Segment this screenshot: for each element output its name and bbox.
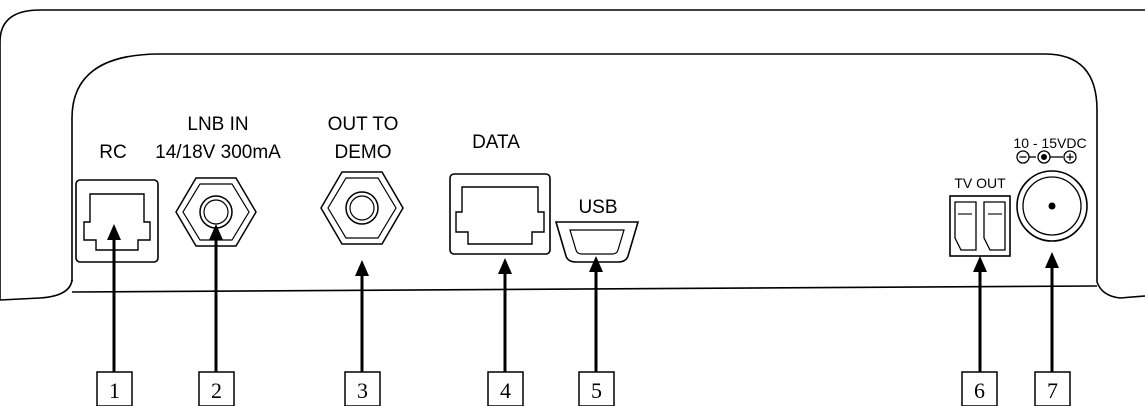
lnb-label-line2: 14/18V 300mA <box>155 142 281 163</box>
outer-housing <box>0 9 1145 300</box>
svg-text:4: 4 <box>500 378 511 403</box>
housing-base-left <box>0 279 73 301</box>
tv-out-terminal-icon <box>949 195 1011 257</box>
data-rj45-icon <box>449 173 551 255</box>
svg-text:5: 5 <box>591 378 602 403</box>
tv-out-label: TV OUT <box>954 175 1006 191</box>
inner-panel <box>71 53 1098 282</box>
demo-label-line1: OUT TO <box>328 114 399 135</box>
demo-f-connector-icon <box>320 171 404 245</box>
housing-base-right <box>1096 281 1145 299</box>
svg-text:1: 1 <box>109 378 120 403</box>
plus-circle-icon <box>1063 150 1077 164</box>
callout-1: 1 <box>96 371 133 406</box>
callout-5: 5 <box>578 371 615 406</box>
callout-6: 6 <box>961 371 998 406</box>
callout-7: 7 <box>1034 371 1071 406</box>
callout-4: 4 <box>487 371 524 406</box>
callout-pointers <box>107 224 1059 372</box>
lnb-label-line1: LNB IN <box>187 114 248 135</box>
rc-jack-icon <box>75 179 159 263</box>
svg-text:2: 2 <box>211 378 222 403</box>
polarity-symbol <box>1016 150 1077 164</box>
svg-text:6: 6 <box>974 378 985 403</box>
svg-text:3: 3 <box>357 378 368 403</box>
usb-label: USB <box>578 197 617 218</box>
data-label: DATA <box>472 132 520 153</box>
usb-connector-icon <box>554 221 640 263</box>
panel-bottom-edge <box>71 285 1098 293</box>
callout-2: 2 <box>198 371 235 406</box>
lnb-f-connector-icon <box>175 177 257 247</box>
rc-label: RC <box>99 142 126 163</box>
demo-label-line2: DEMO <box>335 142 392 163</box>
svg-text:7: 7 <box>1047 378 1058 403</box>
callout-3: 3 <box>344 371 381 406</box>
power-label: 10 - 15VDC <box>1013 135 1086 151</box>
dc-power-jack-icon <box>1016 170 1088 242</box>
